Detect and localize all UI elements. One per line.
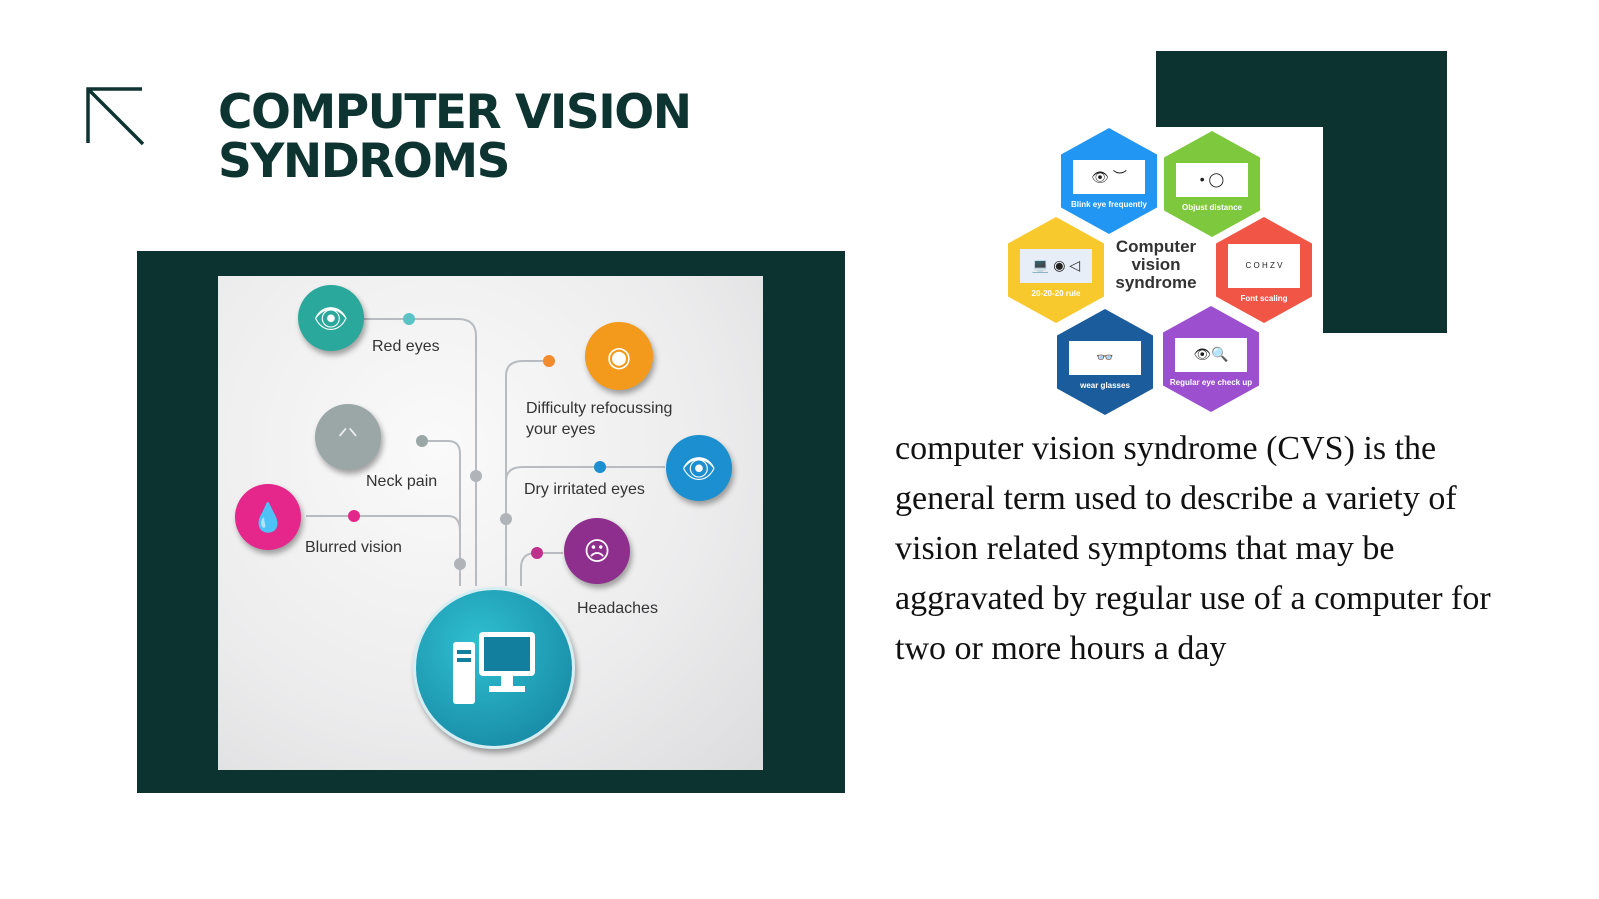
symptom-label: Difficulty refocussing your eyes: [526, 398, 672, 440]
symptom-label: Neck pain: [366, 473, 438, 490]
distance-icon: • ◯: [1176, 162, 1248, 197]
hex-distance: • ◯ Objust distance: [1164, 131, 1260, 237]
title-line-1: COMPUTER VISION: [218, 85, 692, 140]
eye-refocus-icon: ◉: [585, 322, 653, 390]
hex-glasses: 👓 wear glasses: [1057, 309, 1153, 415]
eye-exam-icon: 👁🔍: [1175, 337, 1247, 372]
symptoms-infographic: 👁 Red eyes ◉ Difficulty refocussing your …: [218, 276, 763, 770]
dry-eye-icon: 👁: [666, 435, 732, 501]
hex-caption: Regular eye check up: [1169, 377, 1253, 387]
symptom-label: Blurred vision: [305, 539, 402, 556]
hex-center-title: Computer vision syndrome: [1115, 237, 1197, 292]
headache-icon: ☹: [564, 518, 630, 584]
connector-lines: [306, 313, 665, 586]
hex-20-20-20: 💻 ◉ ◁ 20-20-20 rule: [1008, 217, 1104, 323]
eye-chart-icon: C O H Z V: [1228, 243, 1300, 288]
hex-blink: 👁 ︶ Blink eye frequently: [1061, 128, 1157, 234]
hex-caption: Objust distance: [1181, 202, 1242, 212]
neck-pain-icon: ᐟᐠ: [315, 404, 381, 470]
blood-drop-icon: 💧: [235, 484, 301, 550]
red-eyes-icon: 👁: [298, 285, 364, 351]
hex-caption: Blink eye frequently: [1070, 199, 1148, 209]
title-line-2: SYNDROMS: [218, 134, 511, 189]
laptop-icon: 💻 ◉ ◁: [1020, 248, 1092, 283]
symptom-label: Dry irritated eyes: [524, 481, 645, 498]
label-line: your eyes: [526, 421, 596, 438]
hex-eye-checkup: 👁🔍 Regular eye check up: [1163, 306, 1259, 412]
eye-blink-icon: 👁 ︶: [1073, 159, 1145, 194]
symptom-label: Headaches: [577, 600, 658, 617]
glasses-icon: 👓: [1069, 340, 1141, 375]
symptom-label: Red eyes: [372, 338, 440, 355]
computer-icon: [413, 587, 575, 749]
body-text: computer vision syndrome (CVS) is the ge…: [895, 430, 1491, 667]
arrow-up-left-icon: [86, 87, 145, 146]
hex-caption: Font scaling: [1240, 293, 1288, 303]
hex-caption: 20-20-20 rule: [1031, 288, 1081, 298]
label-line: Difficulty refocussing: [526, 400, 673, 417]
cvs-hexagon-diagram: 👁 ︶ Blink eye frequently • ◯ Objust distan…: [1000, 125, 1320, 415]
hex-caption: wear glasses: [1080, 380, 1130, 390]
page-title: COMPUTER VISION SYNDROMS: [218, 85, 692, 189]
hex-font-scaling: C O H Z V Font scaling: [1216, 217, 1312, 323]
